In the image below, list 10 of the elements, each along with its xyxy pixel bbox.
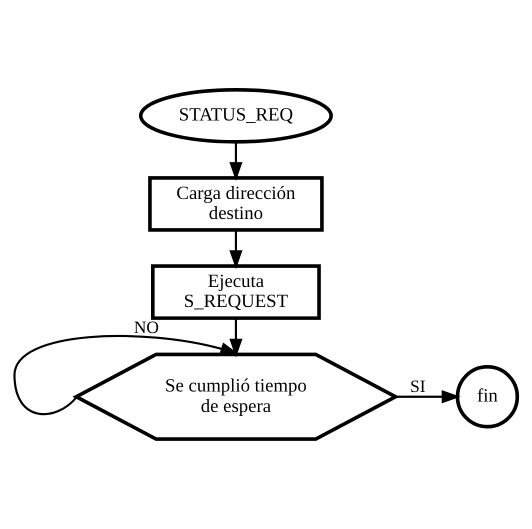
arrow — [229, 142, 243, 181]
arrow — [229, 318, 243, 358]
edge-label: SI — [410, 376, 426, 396]
node-ellipse: STATUS_REQ — [138, 88, 333, 144]
edge-label: NO — [134, 318, 159, 338]
node-box: Ejecuta S_REQUEST — [151, 264, 321, 320]
arrow — [229, 230, 243, 270]
arrow — [396, 390, 461, 404]
node-circle: fin — [456, 365, 520, 428]
node-box: Carga dirección destino — [148, 176, 324, 232]
